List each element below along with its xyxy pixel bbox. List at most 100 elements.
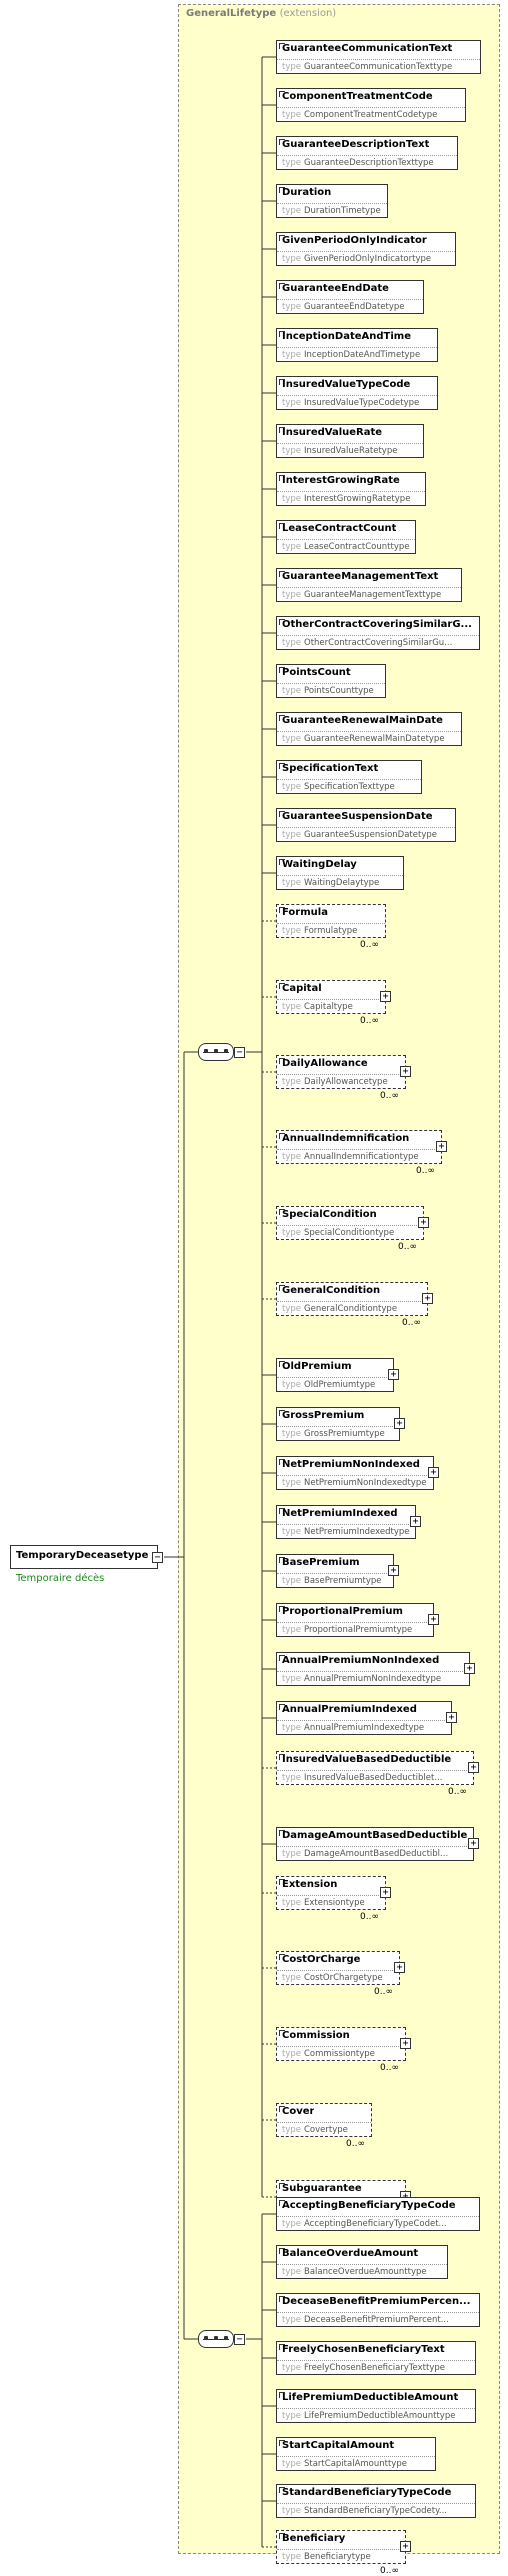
expand-icon[interactable]: +	[394, 1962, 405, 1973]
expand-icon[interactable]: +	[410, 1516, 421, 1527]
occurrence-label: 0..∞	[360, 1912, 379, 1922]
element-name: InsuredValueRate	[282, 427, 383, 438]
element-marker-icon	[279, 91, 285, 97]
element-name: DeceaseBenefitPremiumPercen...	[282, 2296, 471, 2307]
expand-icon[interactable]: +	[464, 1663, 475, 1674]
expand-icon[interactable]: +	[394, 1418, 405, 1429]
expand-icon[interactable]: +	[418, 1217, 429, 1228]
expand-icon[interactable]: +	[436, 1141, 447, 1152]
expand-icon[interactable]: +	[380, 991, 391, 1002]
expand-icon[interactable]: +	[446, 1712, 457, 1723]
occurrence-label: 0..∞	[398, 1242, 417, 1252]
element-name: Extension	[282, 1879, 338, 1890]
element-marker-icon	[279, 571, 285, 577]
collapse-icon[interactable]: −	[234, 2334, 245, 2345]
collapse-icon[interactable]: −	[152, 1552, 163, 1563]
element-marker-icon	[279, 283, 285, 289]
occurrence-label: 0..∞	[374, 1987, 393, 1997]
expand-icon[interactable]: +	[388, 1565, 399, 1576]
sequence-compositor-1[interactable]: −	[198, 1043, 245, 1061]
expand-icon[interactable]: +	[400, 1066, 411, 1077]
element-name: Commission	[282, 2030, 350, 2041]
element-name: ComponentTreatmentCode	[282, 91, 433, 102]
root-element[interactable]: TemporaryDeceasetype −	[10, 1545, 163, 1569]
expand-icon[interactable]: +	[380, 1887, 391, 1898]
expand-icon[interactable]: +	[428, 1467, 439, 1478]
collapse-icon[interactable]: −	[234, 1047, 245, 1058]
element-marker-icon	[279, 1754, 285, 1760]
element-name: GivenPeriodOnlyIndicator	[282, 235, 427, 246]
sequence-compositor-2[interactable]: −	[198, 2330, 245, 2348]
element-name: AnnualIndemnification	[282, 1133, 410, 1144]
root-documentation: Temporaire décès	[16, 1573, 105, 1584]
occurrence-label: 0..∞	[416, 1166, 435, 1176]
element-name: ProportionalPremium	[282, 1606, 403, 1617]
element-marker-icon	[279, 1954, 285, 1960]
element-name: GuaranteeManagementText	[282, 571, 439, 582]
expand-icon[interactable]: +	[468, 1762, 479, 1773]
expand-icon[interactable]: +	[388, 1369, 399, 1380]
expand-icon[interactable]: +	[468, 1838, 479, 1849]
expand-icon[interactable]: +	[428, 1614, 439, 1625]
expand-icon[interactable]: +	[422, 1293, 433, 1304]
expand-icon[interactable]: +	[400, 2038, 411, 2049]
element-name: GuaranteeEndDate	[282, 283, 389, 294]
expand-icon[interactable]: +	[400, 2541, 411, 2552]
occurrence-label: 0..∞	[360, 1016, 379, 1026]
